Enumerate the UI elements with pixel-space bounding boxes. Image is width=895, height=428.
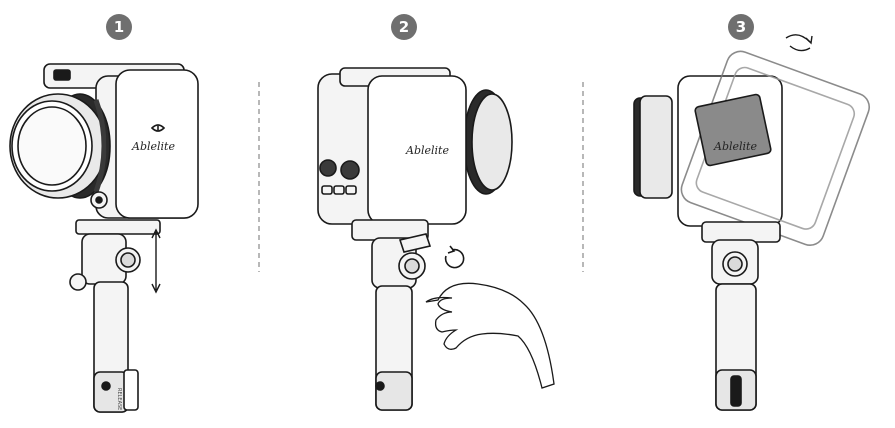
- step2-brand-script: Ablelite: [405, 144, 449, 157]
- step-2-badge: 2: [391, 14, 417, 40]
- step3-brand-script: Ablelite: [713, 140, 757, 153]
- up-down-arrow-icon: [151, 228, 161, 294]
- step-3-illustration: [633, 34, 870, 411]
- step-1-illustration: [9, 63, 199, 413]
- rotate-ccw-arrow-icon: [444, 248, 465, 269]
- step-2-illustration: [317, 67, 555, 411]
- step1-brand-script: Ablelite: [131, 140, 175, 153]
- step-1-badge: 1: [106, 14, 132, 40]
- hand-illustration: [425, 282, 555, 389]
- step1-grip-label: RELEASE: [116, 388, 122, 410]
- step-3-badge: 3: [728, 14, 754, 40]
